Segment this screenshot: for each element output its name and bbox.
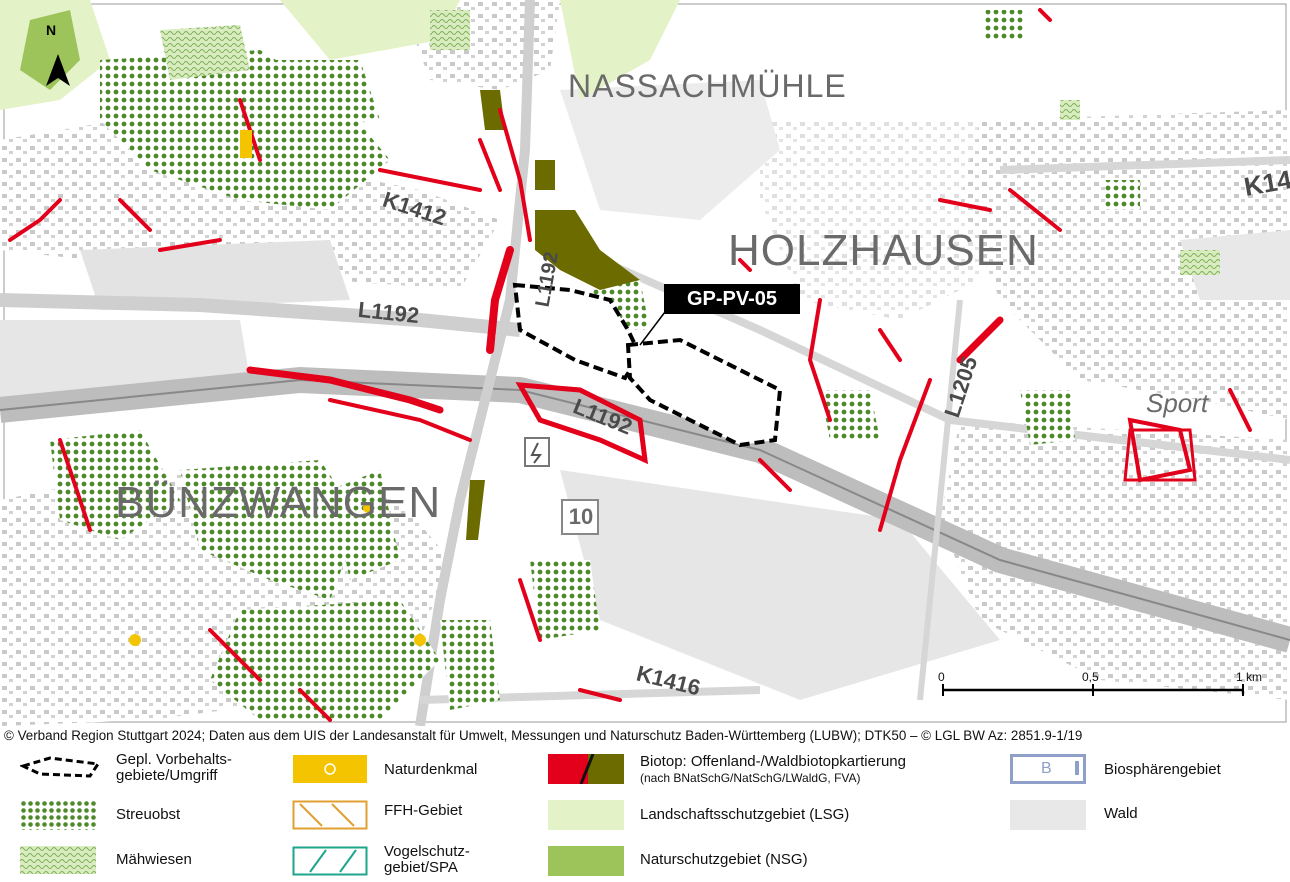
legend-swatch-vorbehalt	[20, 756, 101, 778]
map-area[interactable]: N NASSACHMÜHLE HOLZHAUSEN BÜNZWANGEN Spo…	[0, 0, 1290, 726]
north-arrow-label: N	[46, 22, 57, 38]
legend-label-biotop: Biotop: Offenland-/Waldbiotopkartierung …	[640, 754, 906, 786]
legend-swatch-spa	[292, 846, 368, 876]
place-label-holzhausen: HOLZHAUSEN	[728, 226, 1039, 275]
legend-swatch-biotop	[548, 754, 624, 784]
legend-swatch-biosphaere-symbol: B	[1041, 760, 1052, 777]
legend-label-streuobst: Streuobst	[116, 806, 181, 823]
legend-label-biotop-line2: (nach BNatSchG/NatSchG/LWaldG, FVA)	[640, 771, 861, 785]
map-legend: Gepl. Vorbehalts- gebiete/Umgriff Streuo…	[0, 748, 1290, 882]
area-label-gp-pv-05[interactable]: GP-PV-05	[664, 284, 800, 314]
legend-label-biosphaere: Biosphärengebiet	[1104, 761, 1221, 778]
legend-label-biotop-line1: Biotop: Offenland-/Waldbiotopkartierung	[640, 753, 906, 770]
place-label-sport: Sport	[1146, 388, 1209, 418]
legend-label-vorbehalt-line1: Gepl. Vorbehalts-	[116, 751, 232, 768]
legend-label-naturdenkmal: Naturdenkmal	[384, 761, 478, 778]
legend-swatch-lsg	[548, 800, 624, 830]
legend-swatch-biosphaere: B	[1010, 754, 1086, 784]
copyright-credit: © Verband Region Stuttgart 2024; Daten a…	[4, 728, 1083, 743]
scale-label-full: 1 km	[1236, 670, 1263, 684]
legend-label-nsg: Naturschutzgebiet (NSG)	[640, 851, 808, 868]
legend-label-spa: Vogelschutz- gebiet/SPA	[384, 844, 470, 876]
legend-label-vorbehalt-line2: gebiete/Umgriff	[116, 767, 218, 784]
scale-label-zero: 0	[938, 670, 945, 684]
legend-label-wald: Wald	[1104, 805, 1138, 822]
legend-label-maehwiesen: Mähwiesen	[116, 851, 192, 868]
legend-swatch-wald	[1010, 800, 1086, 830]
legend-label-vorbehalt: Gepl. Vorbehalts- gebiete/Umgriff	[116, 752, 232, 784]
scale-label-half: 0,5	[1082, 670, 1099, 684]
legend-label-lsg: Landschaftsschutzgebiet (LSG)	[640, 806, 850, 823]
legend-label-spa-line2: gebiet/SPA	[384, 859, 458, 876]
legend-swatch-naturdenkmal	[293, 755, 367, 783]
rail-sign-label: 10	[568, 504, 594, 529]
map-canvas	[0, 0, 1290, 726]
legend-label-spa-line1: Vogelschutz-	[384, 843, 470, 860]
legend-swatch-nsg	[548, 846, 624, 876]
legend-label-ffh: FFH-Gebiet	[384, 802, 463, 819]
place-label-nassachmuehle: NASSACHMÜHLE	[568, 68, 847, 104]
legend-swatch-maehwiesen	[20, 846, 96, 874]
legend-swatch-streuobst	[20, 800, 96, 830]
legend-swatch-ffh	[292, 800, 368, 830]
place-label-buenzwangen: BÜNZWANGEN	[115, 478, 442, 527]
